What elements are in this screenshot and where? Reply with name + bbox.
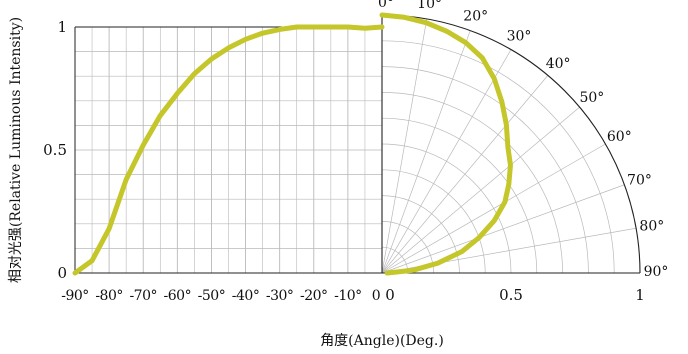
angle-label: 90° (644, 264, 669, 280)
x-tick-label: -60° (164, 288, 192, 304)
tick-labels: 0 0.5 1 -90° -80° -70° -60° -50° -40° -30° -20° -10… (43, 0, 668, 304)
polar-ring (381, 143, 512, 274)
x-axis-label: 角度(Angle)(Deg.) (320, 333, 444, 349)
x-tick-label: -40° (232, 288, 260, 304)
x-tick-label: -20° (300, 288, 328, 304)
x-tick-label: -30° (266, 288, 294, 304)
x-tick-label: -80° (95, 288, 123, 304)
polar-ring (381, 195, 460, 274)
polar-ring (381, 169, 486, 274)
x-tick-label: -50° (198, 288, 226, 304)
angle-label: 50° (579, 90, 604, 106)
polar-ring (381, 117, 538, 274)
radius-tick-label: 0.5 (499, 286, 523, 304)
x-tick-label: 0 (372, 288, 380, 304)
axes (74, 14, 641, 274)
intensity-curve-polar (379, 12, 513, 276)
x-tick-label: -90° (61, 288, 89, 304)
intensity-curve-rect (72, 24, 385, 276)
angle-label: 0° (378, 0, 394, 11)
angle-label: 70° (627, 172, 652, 188)
radius-origin-label: 0 (385, 286, 395, 304)
polar-ring (381, 66, 589, 274)
series-layer (72, 12, 513, 276)
rectangular-grid (74, 26, 383, 274)
y-tick-label: 1 (57, 18, 67, 36)
polar-ring (381, 40, 615, 274)
angle-label: 40° (546, 56, 571, 72)
radius-tick-label: 1 (635, 286, 645, 304)
angle-label: 60° (607, 129, 632, 145)
angle-label: 80° (639, 218, 664, 234)
polar-grid (381, 15, 640, 274)
x-tick-label: -70° (129, 288, 157, 304)
angle-label: 30° (507, 29, 532, 45)
polar-outer-arc (381, 14, 641, 274)
angle-label: 10° (417, 0, 442, 12)
x-tick-label: -10° (334, 288, 362, 304)
angle-label: 20° (463, 9, 488, 25)
y-axis-label: 相对光强(Relative Luminous Intensity) (8, 17, 24, 283)
y-tick-label: 0 (57, 264, 67, 282)
y-tick-label: 0.5 (43, 141, 67, 159)
